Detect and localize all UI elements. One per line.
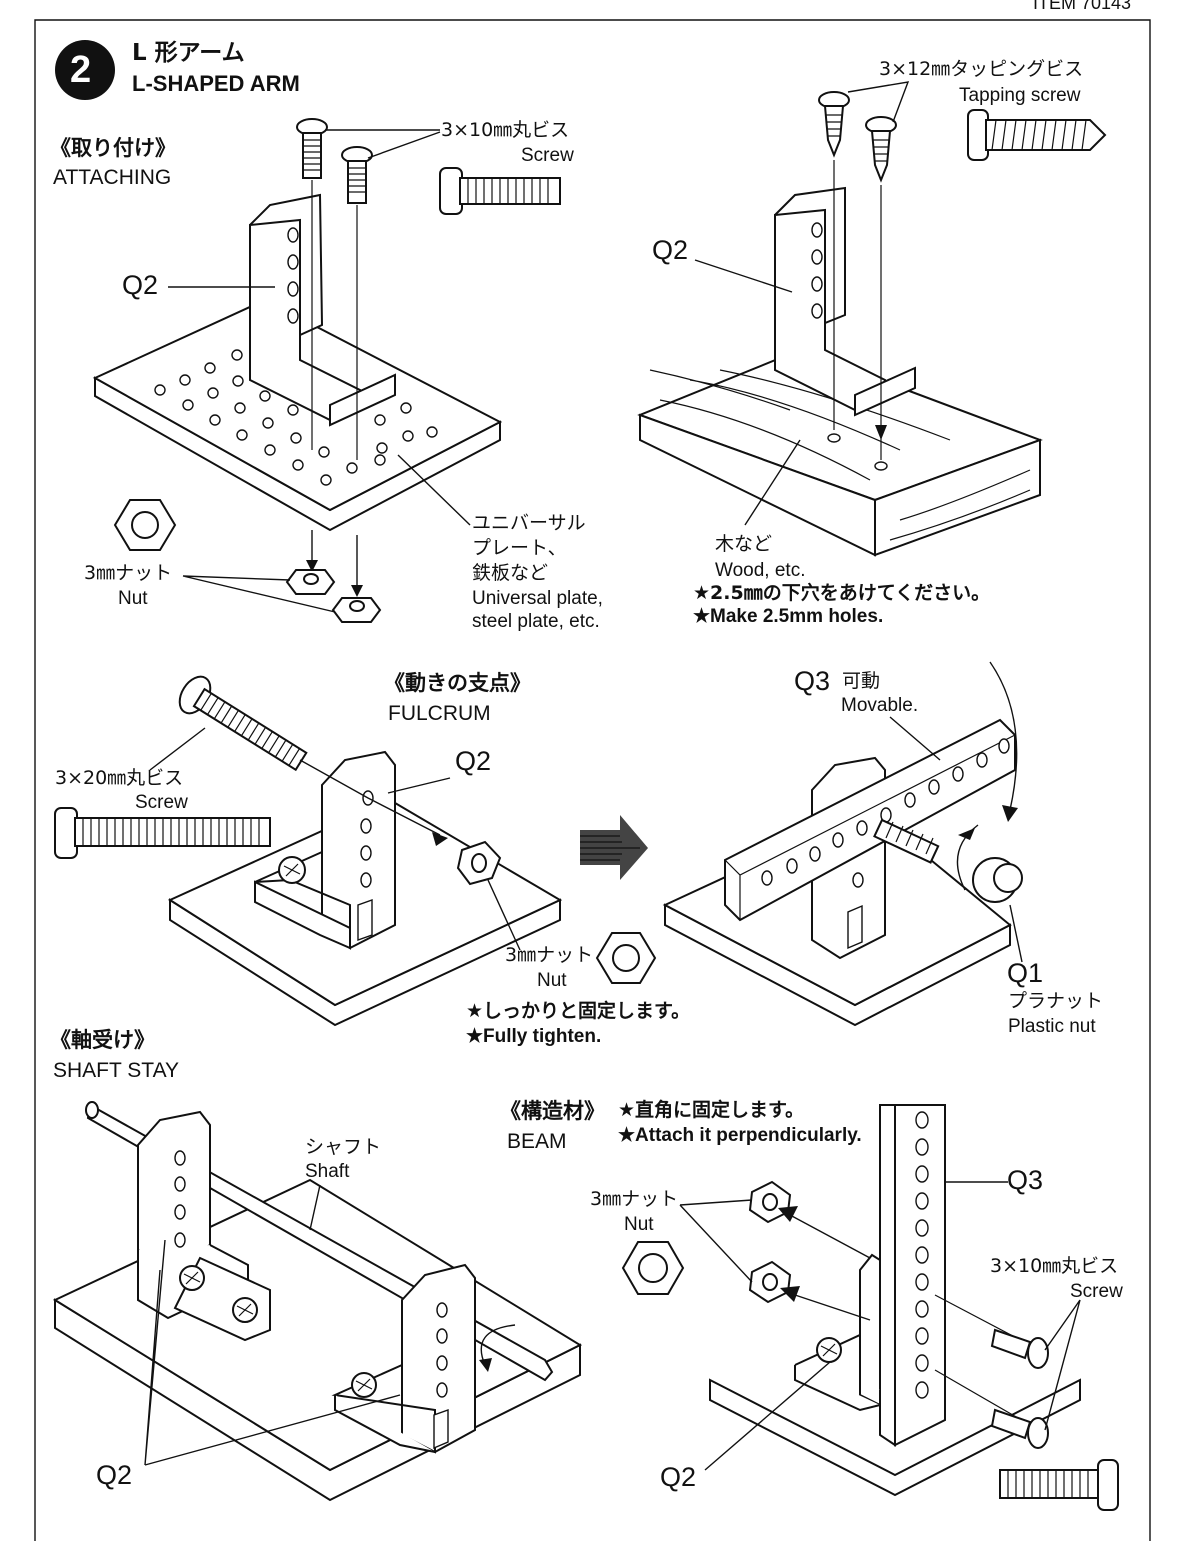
step-title-en: L-SHAPED ARM xyxy=(132,71,300,96)
fulcrum-nut-jp: 3㎜ナット xyxy=(505,944,594,966)
fulcrum-note-jp: ★しっかりと固定します。 xyxy=(466,1000,691,1022)
wood-illustration xyxy=(637,81,1107,557)
fulcrum-screw-en: Screw xyxy=(135,792,188,813)
beam-nut-jp: 3㎜ナット xyxy=(590,1188,679,1210)
fulcrum-movable-en: Movable. xyxy=(841,695,919,716)
fulcrum-plastic-nut-jp: プラナット xyxy=(1008,990,1104,1012)
wood-tapping-en: Tapping screw xyxy=(959,85,1081,106)
attaching-plate-en-1: Universal plate, xyxy=(472,588,603,609)
fulcrum-nut-en: Nut xyxy=(537,970,567,991)
step-badge-icon xyxy=(55,40,115,100)
wood-part-q2: Q2 xyxy=(652,235,689,265)
wood-note-en: ★Make 2.5mm holes. xyxy=(693,606,884,627)
step-number: 2 xyxy=(70,49,92,91)
shaft-jp: シャフト xyxy=(305,1136,382,1158)
beam-heading-jp: 《構造材》 xyxy=(500,1099,605,1123)
fulcrum-plastic-nut-en: Plastic nut xyxy=(1008,1016,1096,1037)
beam-note-jp: ★直角に固定します。 xyxy=(618,1099,805,1121)
attaching-illustration xyxy=(92,118,561,623)
attaching-plate-jp-3: 鉄板など xyxy=(472,562,549,584)
item-number: ITEM 70143 xyxy=(1033,0,1132,13)
fulcrum-note-en: ★Fully tighten. xyxy=(466,1026,602,1047)
attaching-plate-jp-2: プレート、 xyxy=(472,537,567,559)
fulcrum-illustration xyxy=(54,661,1023,1027)
wood-en: Wood, etc. xyxy=(715,560,806,581)
attaching-heading-jp: 《取り付け》 xyxy=(50,136,176,160)
fulcrum-part-q1: Q1 xyxy=(1007,958,1044,988)
beam-heading-en: BEAM xyxy=(507,1130,567,1153)
fulcrum-part-q2: Q2 xyxy=(455,746,492,776)
attaching-screw-jp: 3×10㎜丸ビス xyxy=(441,119,570,141)
fulcrum-part-q3: Q3 xyxy=(794,666,831,696)
attaching-nut-en: Nut xyxy=(118,588,148,609)
wood-tapping-jp: 3×12㎜タッピングビス xyxy=(879,58,1084,80)
shaft-stay-illustration xyxy=(52,1101,583,1502)
attaching-nut-jp: 3㎜ナット xyxy=(84,562,173,584)
step-title-jp: L 形アーム xyxy=(132,40,245,66)
beam-part-q3: Q3 xyxy=(1007,1165,1044,1195)
attaching-part-q2: Q2 xyxy=(122,270,159,300)
wood-note-jp: ★2.5㎜の下穴をあけてください。 xyxy=(693,582,991,604)
shaft-stay-heading-jp: 《軸受け》 xyxy=(50,1028,155,1052)
beam-illustration xyxy=(621,1104,1119,1511)
beam-note-en: ★Attach it perpendicularly. xyxy=(618,1125,862,1146)
fulcrum-movable-jp: 可動 xyxy=(842,670,881,692)
fulcrum-heading-en: FULCRUM xyxy=(388,702,491,725)
attaching-plate-en-2: steel plate, etc. xyxy=(472,611,600,632)
beam-screw-jp: 3×10㎜丸ビス xyxy=(990,1255,1119,1277)
wood-jp: 木など xyxy=(715,533,773,555)
shaft-stay-part-q2: Q2 xyxy=(96,1460,133,1490)
attaching-heading-en: ATTACHING xyxy=(53,166,172,189)
shaft-en: Shaft xyxy=(305,1161,350,1182)
attaching-plate-jp-1: ユニバーサル xyxy=(472,512,586,534)
beam-part-q2: Q2 xyxy=(660,1462,697,1492)
beam-nut-en: Nut xyxy=(624,1214,654,1235)
fulcrum-screw-jp: 3×20㎜丸ビス xyxy=(55,767,184,789)
beam-screw-en: Screw xyxy=(1070,1281,1123,1302)
attaching-screw-en: Screw xyxy=(521,145,574,166)
shaft-stay-heading-en: SHAFT STAY xyxy=(53,1059,180,1082)
fulcrum-heading-jp: 《動きの支点》 xyxy=(384,671,531,695)
